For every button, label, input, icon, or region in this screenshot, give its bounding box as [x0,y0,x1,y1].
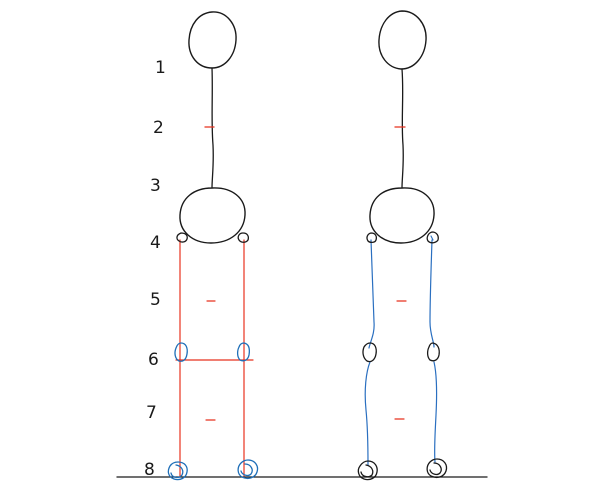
row-label-4: 4 [150,233,161,253]
row-label-2: 2 [153,118,164,138]
left-pelvis [179,187,246,244]
right-leg-left [364,239,375,466]
row-labels: 1 2 3 4 5 6 7 8 [144,58,166,480]
right-foot-joint-left-icon [357,460,378,481]
right-hip-joint-right-mark [430,235,434,241]
left-spine [211,67,214,189]
right-foot-joint-right-icon [426,458,448,478]
right-stick-figure [357,10,448,481]
right-hip-joint-right-icon [426,231,439,244]
row-label-1: 1 [155,58,166,78]
left-hip-joint-right-icon [237,232,249,243]
right-spine [401,68,404,189]
right-pelvis [369,187,435,244]
right-leg-right [429,239,438,463]
row-label-8: 8 [144,460,155,480]
left-stick-figure [167,11,259,481]
row-label-3: 3 [150,176,161,196]
left-hip-joint-left-icon [176,232,188,243]
left-foot-joint-right-icon [237,459,259,479]
left-knee-joint-left-icon [174,342,188,362]
left-knee-joint-right-icon [236,342,250,362]
left-foot-joint-left-icon [167,461,188,481]
right-knee-joint-right-icon [426,342,440,362]
row-label-7: 7 [146,403,157,423]
right-hip-joint-left-icon [366,232,377,244]
right-knee-joint-left-icon [362,342,377,363]
row-label-5: 5 [150,290,161,310]
row-label-6: 6 [148,350,159,370]
right-head [378,10,427,70]
left-head [188,11,237,69]
